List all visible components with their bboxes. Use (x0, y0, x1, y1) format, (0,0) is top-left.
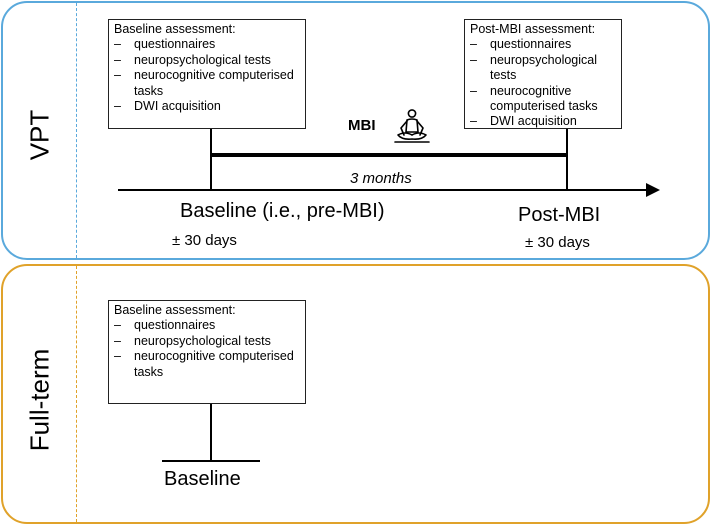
full-term-connector (210, 404, 212, 461)
list-item: questionnaires (114, 318, 300, 334)
list-item: neurocognitive computerised tasks (114, 68, 300, 99)
box-title: Post-MBI assessment: (470, 22, 596, 36)
baseline-window: ± 30 days (172, 232, 237, 249)
list-item: neurocognitive computerised tasks (114, 349, 300, 380)
list-item: DWI acquisition (114, 99, 300, 115)
timeline-axis (118, 189, 650, 191)
post-connector (566, 129, 568, 191)
post-mbi-label: Post-MBI (518, 204, 601, 226)
full-term-baseline-assessment-box: Baseline assessment: questionnaires neur… (108, 300, 306, 404)
baseline-label: Baseline (i.e., pre-MBI) (180, 200, 385, 222)
post-window: ± 30 days (525, 234, 590, 251)
list-item: questionnaires (114, 37, 300, 53)
list-item: DWI acquisition (470, 114, 616, 130)
full-term-group-label: Full-term (24, 348, 55, 452)
list-item: neuropsychological tests (470, 53, 616, 84)
list-item: neuropsychological tests (114, 334, 300, 350)
baseline-connector (210, 129, 212, 191)
mbi-period-bar (210, 153, 568, 157)
full-term-baseline-tick (162, 460, 260, 462)
full-term-divider (76, 266, 77, 522)
meditation-icon (394, 109, 430, 143)
list-item: neurocognitive computerised tasks (470, 84, 616, 115)
vpt-baseline-assessment-box: Baseline assessment: questionnaires neur… (108, 19, 306, 129)
list-item: neuropsychological tests (114, 53, 300, 69)
vpt-group-label: VPT (24, 109, 55, 161)
box-title: Baseline assessment: (114, 22, 236, 36)
mbi-label: MBI (348, 117, 376, 134)
vpt-divider (76, 3, 77, 258)
list-item: questionnaires (470, 37, 616, 53)
vpt-post-assessment-box: Post-MBI assessment: questionnaires neur… (464, 19, 622, 130)
full-term-baseline-label: Baseline (164, 468, 241, 490)
duration-label: 3 months (350, 170, 412, 187)
timeline-arrow-icon (646, 183, 660, 197)
box-title: Baseline assessment: (114, 303, 236, 317)
